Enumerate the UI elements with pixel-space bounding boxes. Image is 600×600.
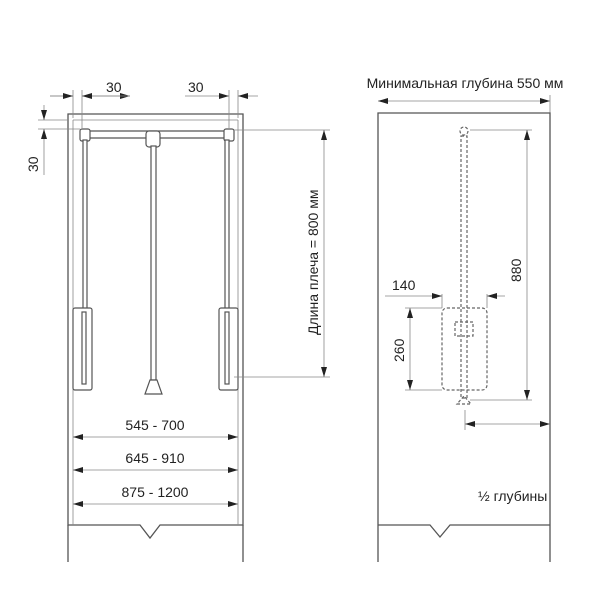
front-view: 30 30 30 Длина плеча = 800 мм 545 - 700 … <box>25 79 330 562</box>
dim-height-260: 260 <box>391 338 407 362</box>
arm-left <box>82 139 88 316</box>
dim-height-880: 880 <box>508 258 524 282</box>
min-depth-label: Минимальная глубина 550 мм <box>367 75 564 91</box>
dim-left-offset: 30 <box>106 79 122 95</box>
side-view: Минимальная глубина 550 мм 880 140 260 ½… <box>367 75 564 562</box>
dim-arm-length: Длина плеча = 800 мм <box>305 190 321 335</box>
rail-end-left <box>79 128 91 142</box>
width-range-2: 645 - 910 <box>125 450 184 466</box>
pole-handle <box>144 379 163 395</box>
rail-center-bracket <box>145 130 161 148</box>
side-pole <box>460 135 468 399</box>
cabinet-legs <box>67 525 244 562</box>
hanger-clip <box>454 321 474 337</box>
half-depth-label: ½ глубины <box>478 488 547 504</box>
side-cabinet-outline <box>377 112 551 562</box>
arm-right <box>224 139 230 316</box>
width-range-3: 875 - 1200 <box>122 484 189 500</box>
width-range-1: 545 - 700 <box>125 417 184 433</box>
dim-top-offset: 30 <box>25 156 41 172</box>
center-pole <box>150 145 157 381</box>
pole-top <box>459 126 469 136</box>
hanger-box <box>441 307 488 391</box>
dim-width-140: 140 <box>392 277 416 293</box>
dim-right-offset: 30 <box>188 79 204 95</box>
cabinet-outline <box>67 113 244 540</box>
rail-end-right <box>223 128 235 142</box>
